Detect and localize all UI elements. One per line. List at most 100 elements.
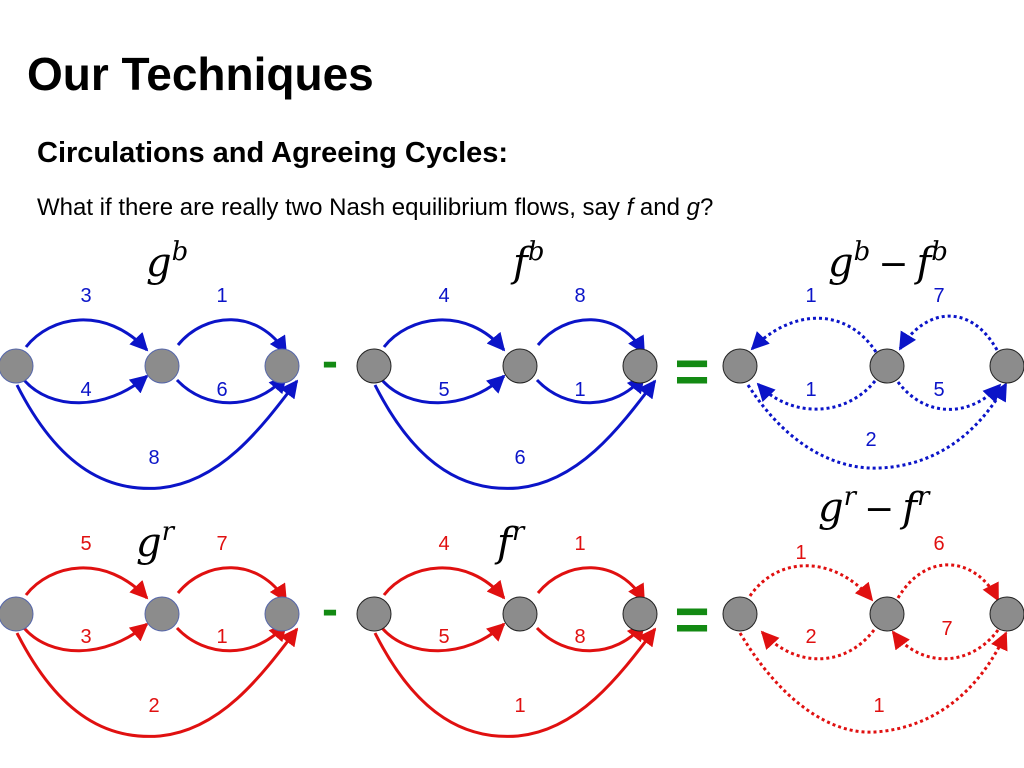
dr-weight-bottom-right: 7: [941, 618, 952, 640]
dr-weight-long: 1: [873, 695, 884, 717]
fr-edge-top-right: [536, 566, 646, 603]
gb-edge-bottom-left: [22, 374, 149, 405]
gb-weight-bottom-right: 6: [216, 379, 227, 401]
dr-node-right: [989, 596, 1024, 632]
db-node-mid: [869, 348, 905, 384]
panel-dr-label: gr−fr: [818, 482, 931, 531]
dr-edge-bottom-left: [760, 629, 876, 661]
fr-weight-top-left: 4: [438, 533, 449, 555]
gr-node-mid: [144, 596, 180, 632]
question-text: What if there are really two Nash equili…: [37, 194, 713, 222]
dr-weight-top-left: 1: [795, 542, 806, 564]
dr-node-left: [722, 596, 758, 632]
gb-node-left: [0, 348, 34, 384]
question-and: and: [633, 194, 687, 221]
fb-edge-bottom-left: [380, 374, 506, 405]
fr-weight-bottom-left: 5: [438, 626, 449, 648]
panel-fb: fb 4 8 5 1 6: [356, 237, 658, 490]
panel-fr-label: fr: [494, 517, 526, 566]
gr-weight-long: 2: [148, 695, 159, 717]
dr-edge-bottom-right: [891, 629, 1000, 661]
fb-edge-long: [373, 379, 657, 490]
gr-node-left: [0, 596, 34, 632]
panel-gr-label: gr: [136, 517, 176, 566]
fb-node-left: [356, 348, 392, 384]
db-node-left: [722, 348, 758, 384]
gb-edge-long: [15, 379, 299, 490]
panel-gb-minus-fb: gb−fb 1 7 1 5 2: [722, 237, 1024, 470]
db-weight-bottom-left: 1: [805, 379, 816, 401]
fr-edge-bottom-right: [535, 622, 646, 653]
panel-db-label: gb−fb: [828, 237, 948, 286]
fb-weight-top-left: 4: [438, 285, 449, 307]
db-node-right: [989, 348, 1024, 384]
gr-weight-top-right: 7: [216, 533, 227, 555]
gr-edge-bottom-right: [175, 622, 288, 653]
gb-edge-top-left: [24, 318, 149, 352]
gr-weight-bottom-left: 3: [80, 626, 91, 648]
panel-gr: gr 5 7 3 1 2: [0, 517, 300, 738]
gb-edge-bottom-right: [175, 374, 288, 405]
section-heading: Circulations and Agreeing Cycles:: [37, 137, 509, 169]
fr-weight-top-right: 1: [574, 533, 585, 555]
gr-edge-long: [15, 627, 299, 738]
panel-gb: gb 3 1 4 6 8: [0, 237, 300, 490]
gb-edge-top-right: [176, 318, 288, 355]
db-edge-bottom-left: [756, 380, 877, 411]
panel-fr: fr 4 1 5 8 1: [356, 517, 658, 738]
gr-weight-top-left: 5: [80, 533, 91, 555]
fb-edge-top-right: [536, 318, 646, 355]
question-var-f: f: [626, 194, 634, 221]
gr-weight-bottom-right: 1: [216, 626, 227, 648]
slide-title: Our Techniques: [27, 48, 374, 100]
panel-fb-label: fb: [510, 237, 544, 286]
fb-weight-top-right: 8: [574, 285, 585, 307]
equals-sign-blue: =: [674, 338, 709, 405]
db-edge-long: [746, 382, 1008, 470]
fr-edge-long: [373, 627, 657, 738]
gr-edge-top-left: [24, 566, 149, 600]
dr-node-mid: [869, 596, 905, 632]
db-weight-top-left: 1: [805, 285, 816, 307]
gb-node-right: [264, 348, 300, 384]
gb-weight-top-left: 3: [80, 285, 91, 307]
db-edge-top-left: [750, 316, 878, 353]
gb-weight-bottom-left: 4: [80, 379, 91, 401]
fb-node-mid: [502, 348, 538, 384]
fr-weight-bottom-right: 8: [574, 626, 585, 648]
fr-edge-bottom-left: [380, 622, 506, 653]
gr-node-right: [264, 596, 300, 632]
panel-gr-minus-fr: gr−fr 1 6 2 7 1: [722, 482, 1024, 734]
question-prefix: What if there are really two Nash equili…: [37, 194, 627, 221]
dr-weight-bottom-left: 2: [805, 626, 816, 648]
fb-weight-bottom-right: 1: [574, 379, 585, 401]
fr-edge-top-left: [382, 566, 506, 600]
db-edge-top-right: [898, 314, 999, 351]
dr-edge-long: [738, 631, 1008, 734]
fr-weight-long: 1: [514, 695, 525, 717]
fr-node-right: [622, 596, 658, 632]
equals-sign-red: =: [674, 586, 709, 653]
fb-weight-long: 6: [514, 447, 525, 469]
fb-weight-bottom-left: 5: [438, 379, 449, 401]
db-weight-top-right: 7: [933, 285, 944, 307]
db-weight-long: 2: [865, 429, 876, 451]
dr-edge-top-right: [896, 563, 1000, 602]
question-suffix: ?: [699, 194, 714, 221]
gr-edge-bottom-left: [22, 622, 149, 653]
db-weight-bottom-right: 5: [933, 379, 944, 401]
question-var-g: g: [686, 194, 700, 221]
minus-sign-red: -: [322, 583, 338, 636]
dr-edge-top-left: [748, 564, 874, 602]
gr-edge-top-right: [176, 566, 288, 603]
gb-weight-long: 8: [148, 447, 159, 469]
db-edge-bottom-right: [896, 381, 1002, 411]
fb-edge-top-left: [382, 318, 506, 352]
fr-node-left: [356, 596, 392, 632]
fb-edge-bottom-right: [535, 374, 646, 405]
fb-node-right: [622, 348, 658, 384]
dr-weight-top-right: 6: [933, 533, 944, 555]
fr-node-mid: [502, 596, 538, 632]
panel-gb-label: gb: [146, 237, 188, 286]
